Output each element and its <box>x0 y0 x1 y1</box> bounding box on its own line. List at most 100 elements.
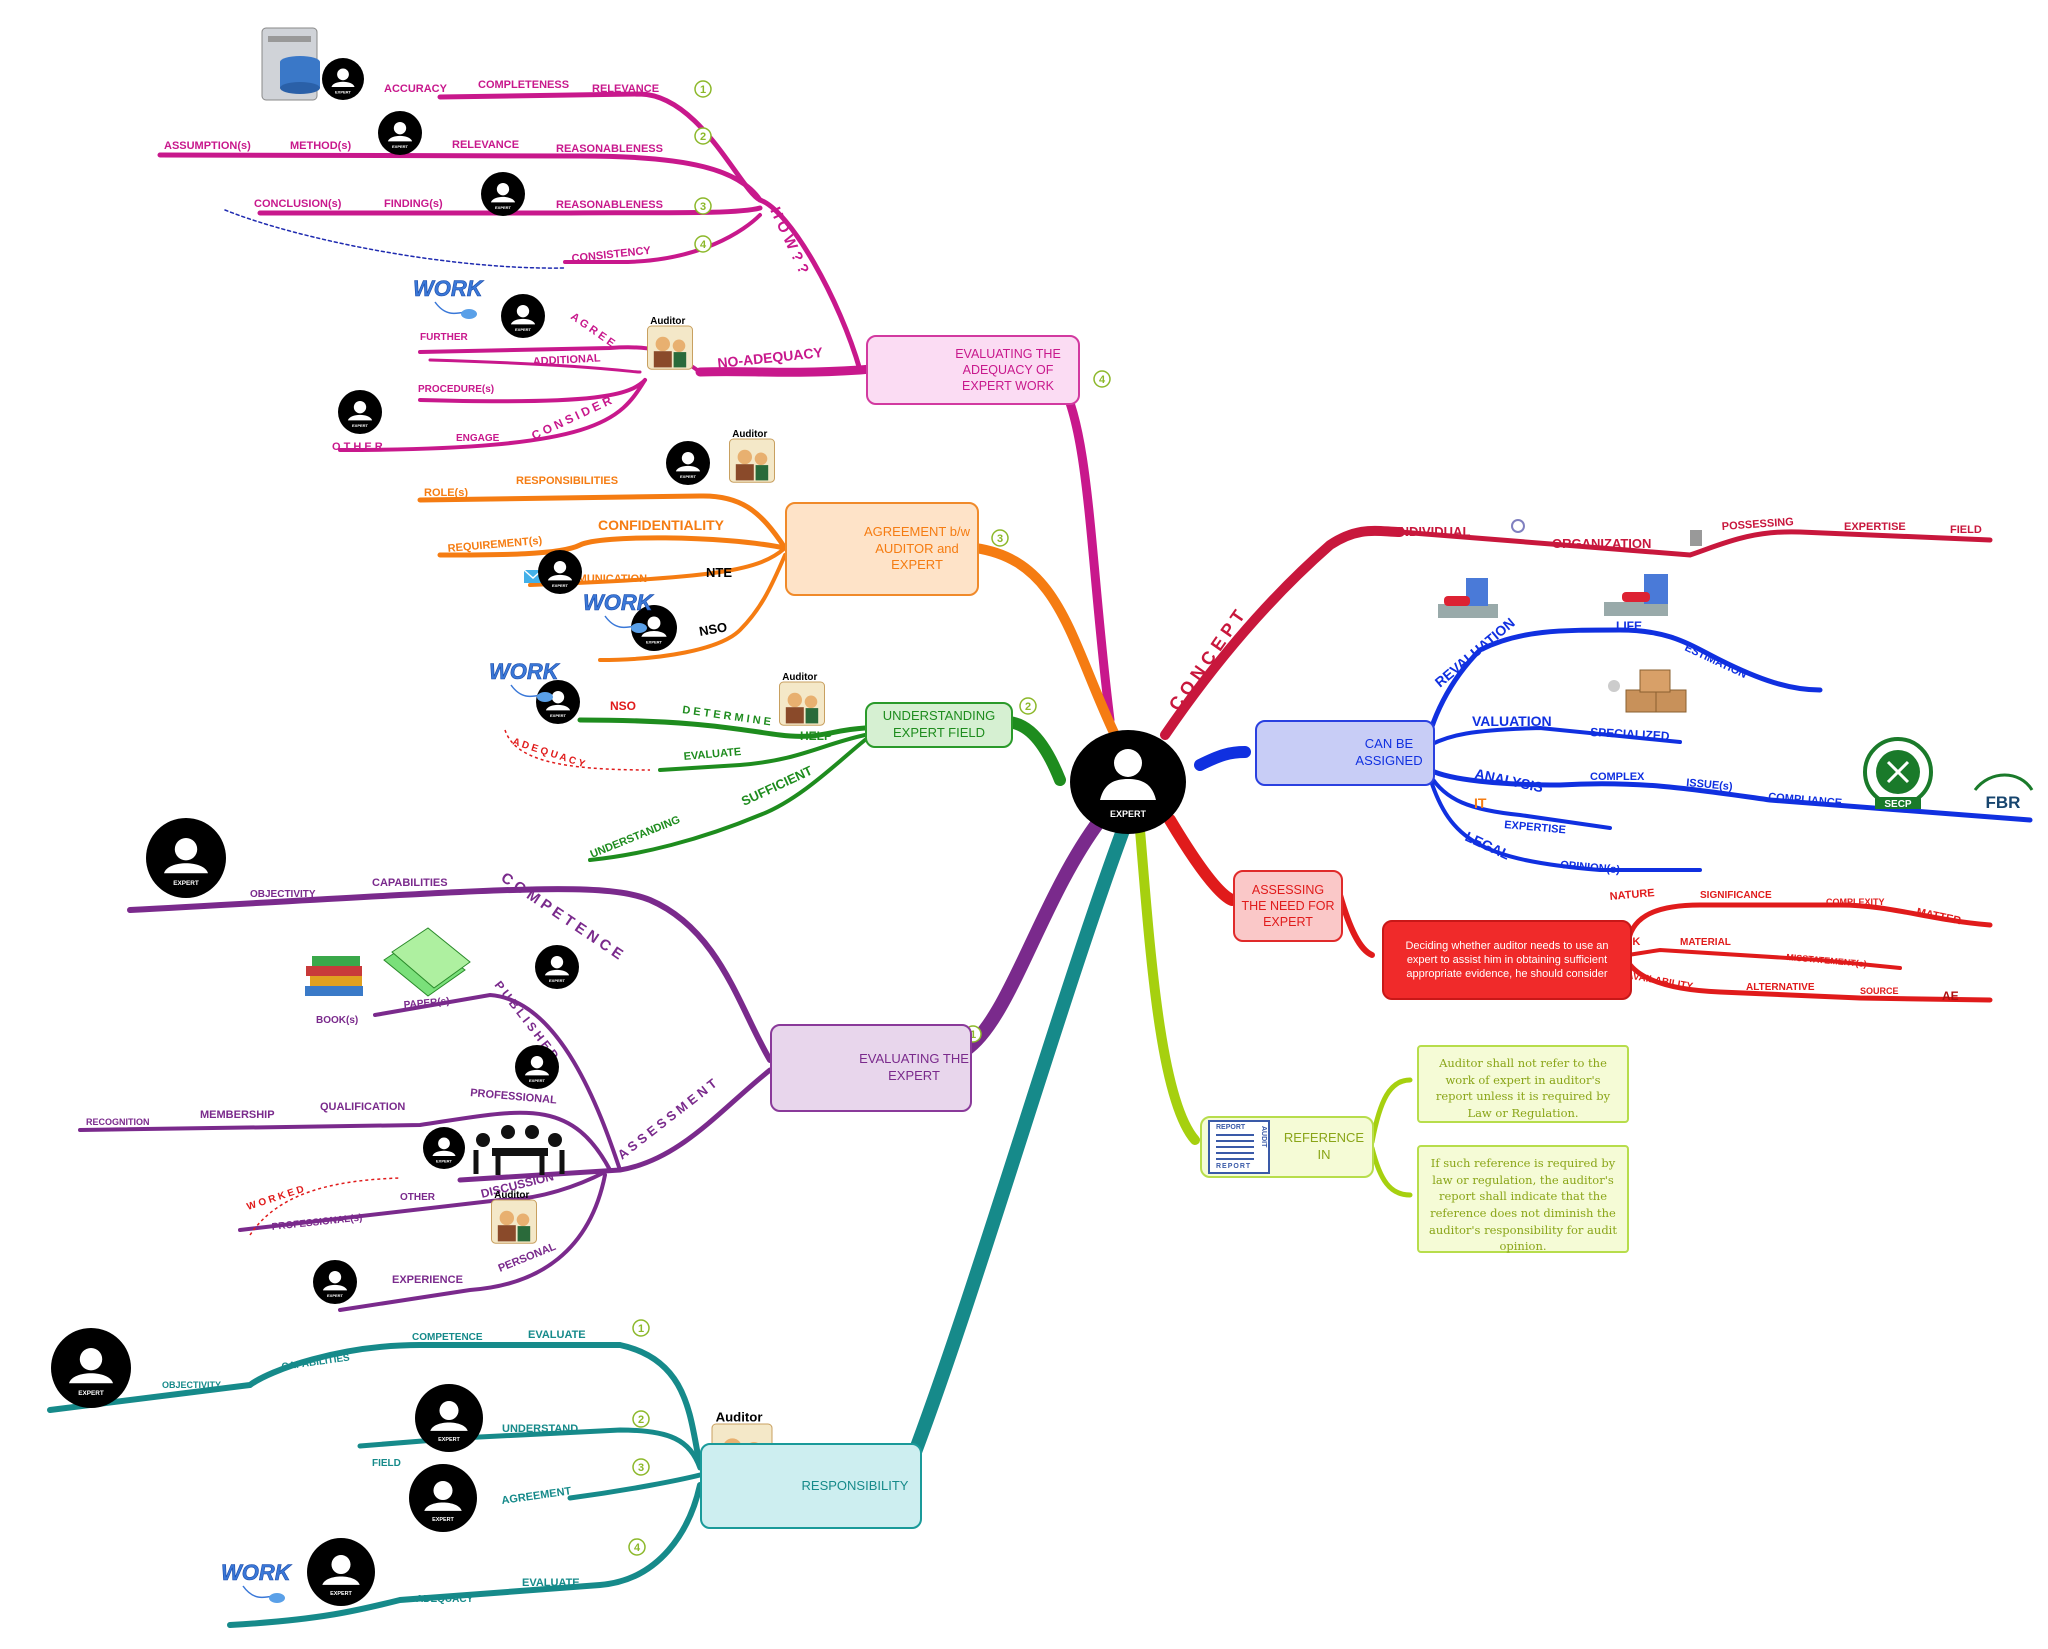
how-accuracy: ACCURACY <box>384 83 448 95</box>
r2-field: FIELD <box>372 1458 401 1469</box>
number-3-resp: 3 <box>632 1458 650 1476</box>
car-house-icon <box>1438 578 1498 618</box>
analysis-label: ANALYSIS <box>1473 765 1544 795</box>
branch-concept <box>1160 525 1405 740</box>
concept-branch <box>1397 529 1993 558</box>
deciding-node[interactable]: Deciding whether auditor needs to use an… <box>1382 920 1632 1000</box>
car-house-icon-2 <box>1604 574 1668 616</box>
r1-evaluate: EVALUATE <box>528 1329 586 1341</box>
branch-agreement <box>970 543 1120 740</box>
reference-note-2: If such reference is required by law or … <box>1417 1145 1629 1253</box>
boxes-icon <box>1608 669 1687 713</box>
expert-icon: EXPERT <box>538 550 582 594</box>
work-icons: WORKWORKWORKWORKWORKWORK <box>221 276 1336 1603</box>
sufficient-label: SUFFICIENT <box>739 763 815 809</box>
membership-label: MEMBERSHIP <box>200 1109 275 1121</box>
expert-icon-caption: EXPERT <box>680 474 697 479</box>
evaluating-work-node[interactable]: EVALUATING THE ADEQUACY OF EXPERT WORK <box>866 335 1080 405</box>
how-heading: H O W ? ? <box>766 205 812 277</box>
r2-understand: UNDERSTAND <box>502 1423 578 1435</box>
work-icon: WORK <box>489 659 561 702</box>
expert-icon: EXPERT <box>501 294 545 338</box>
misstatement-label: MISSTATEMENT(s) <box>1786 952 1867 969</box>
responsibility-node[interactable]: RESPONSIBILITY <box>700 1443 922 1529</box>
specialized-label: SPECIALIZED <box>1590 725 1670 743</box>
how-reasonableness-3: REASONABLENESS <box>556 199 663 211</box>
books-label: BOOK(s) <box>316 1015 358 1026</box>
number-4-work: 4 <box>1093 370 1111 388</box>
expert-icon: EXPERT <box>535 945 579 989</box>
assigned-branch <box>1422 627 2033 872</box>
auditor-caption: Auditor <box>494 1190 529 1201</box>
no-adequacy-label: NO-ADEQUACY <box>717 344 825 371</box>
meeting-icon <box>473 1125 565 1175</box>
building-icon <box>1690 530 1702 546</box>
understanding-node[interactable]: UNDERSTANDING EXPERT FIELD <box>865 702 1013 748</box>
work-caption: WORK <box>583 590 655 615</box>
additional-label: ADDITIONAL <box>533 352 602 368</box>
individual-label: INDIVIDUAL <box>1396 524 1470 539</box>
source-label: SOURCE <box>1860 986 1899 996</box>
expert-labels: OBJECTIVITY CAPABILITIES C O M P E T E N… <box>86 869 720 1286</box>
responsibilities-label: RESPONSIBILITIES <box>516 475 618 487</box>
assessing-need-node[interactable]: ASSESSING THE NEED FOR EXPERT <box>1233 870 1343 942</box>
engage-label: ENGAGE <box>456 433 500 444</box>
compliance-label: COMPLIANCE <box>1768 791 1843 809</box>
deciding-label: Deciding whether auditor needs to use an… <box>1405 939 1609 981</box>
estimation-label: ESTIMATION <box>1683 642 1749 681</box>
number-markers: 1 2 3 4 4 3 2 1 1 2 3 4 <box>628 80 1111 1556</box>
expertise-it-label: EXPERTISE <box>1504 819 1567 836</box>
expert-icon: EXPERT <box>666 441 710 485</box>
how-branch <box>157 91 863 452</box>
nature-label: NATURE <box>1609 887 1655 903</box>
expert-icon-caption: EXPERT <box>529 1078 546 1083</box>
possessing-label: POSSESSING <box>1721 516 1794 533</box>
how-reasonableness-2: REASONABLENESS <box>556 143 663 155</box>
svg-text:1: 1 <box>700 84 706 96</box>
auditor-icon: Auditor <box>729 429 775 483</box>
how-conclusions: CONCLUSION(s) <box>254 198 342 210</box>
number-1-how: 1 <box>694 80 712 98</box>
number-2-understanding: 2 <box>1019 697 1037 715</box>
procedures-label: PROCEDURE(s) <box>418 384 494 395</box>
expert-icon-caption: EXPERT <box>438 1437 460 1443</box>
auditor-caption: Auditor <box>716 1410 763 1425</box>
it-label: IT <box>1474 795 1487 811</box>
legal-label: LEGAL <box>1463 828 1513 863</box>
expert-icon-caption: EXPERT <box>335 89 352 94</box>
expert-icon-caption: EXPERT <box>392 144 409 149</box>
nso-red-label: NSO <box>610 699 636 713</box>
number-3-how: 3 <box>694 197 712 215</box>
concept-labels: C O N C E P T INDIVIDUAL ORGANIZATION PO… <box>1165 516 1982 714</box>
svg-text:2: 2 <box>638 1414 644 1426</box>
recognition-label: RECOGNITION <box>86 1117 150 1127</box>
center-node[interactable]: EXPERT <box>1070 730 1186 834</box>
expert-icon-caption: EXPERT <box>352 423 369 428</box>
expert-icon: EXPERT <box>631 605 677 651</box>
agreement-labels: ROLE(s) RESPONSIBILITIES CONFIDENTIALITY… <box>424 475 732 639</box>
other-expert-label: OTHER <box>400 1192 436 1203</box>
concept-label: C O N C E P T <box>1165 606 1249 714</box>
complexity-label: COMPLEXITY <box>1826 897 1885 907</box>
expert-icon-caption: EXPERT <box>327 1293 344 1298</box>
agreement-node[interactable]: AGREEMENT b/w AUDITOR and EXPERT <box>785 502 979 596</box>
expert-icon-caption: EXPERT <box>495 205 512 210</box>
alternative-label: ALTERNATIVE <box>1746 982 1815 993</box>
r1-competence: COMPETENCE <box>412 1332 483 1343</box>
can-be-assigned-label: CAN BE ASSIGNED <box>1355 736 1423 768</box>
agreement-label: AGREEMENT b/w AUDITOR and EXPERT <box>864 523 970 573</box>
svg-text:4: 4 <box>700 239 707 251</box>
svg-text:1: 1 <box>638 1323 644 1335</box>
reference-note-1: Auditor shall not refer to the work of e… <box>1417 1045 1629 1123</box>
evaluating-expert-node[interactable]: EVALUATING THE EXPERT <box>770 1024 972 1112</box>
expert-icon: EXPERT <box>322 58 364 100</box>
auditor-icon: Auditor <box>779 672 825 726</box>
auditor-caption: Auditor <box>782 672 817 683</box>
work-icon: WORK <box>583 590 655 633</box>
assessing-need-label: ASSESSING THE NEED FOR EXPERT <box>1241 882 1335 930</box>
personal-label: PERSONAL <box>497 1241 558 1275</box>
number-3-agreement: 3 <box>991 529 1009 547</box>
expert-icon-caption: EXPERT <box>549 978 566 983</box>
can-be-assigned-node[interactable]: CAN BE ASSIGNED <box>1255 720 1435 786</box>
fbr-label: FBR <box>1986 793 2021 812</box>
